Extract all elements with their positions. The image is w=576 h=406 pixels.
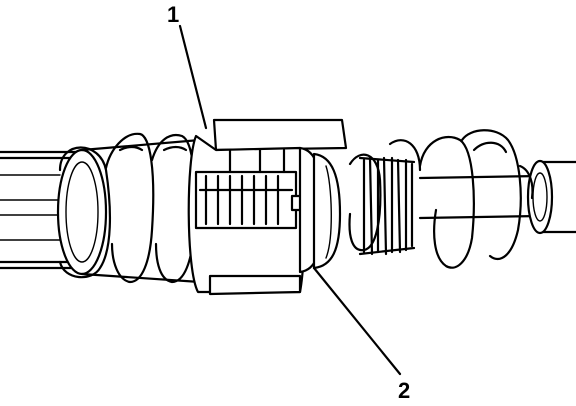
compressor-tool xyxy=(187,118,348,296)
coil-spring-right xyxy=(418,129,522,269)
strut-body xyxy=(56,138,202,284)
callout-1: 1 xyxy=(167,2,208,130)
callout-1-label: 1 xyxy=(167,2,179,27)
housing-outline xyxy=(0,174,61,241)
callout-2: 2 xyxy=(312,266,410,403)
right-shaft xyxy=(418,159,576,235)
callout-1-leader xyxy=(178,24,208,130)
callout-2-leader xyxy=(312,266,402,376)
coil-spring-compressed xyxy=(348,139,422,256)
tool-ribs xyxy=(198,174,294,226)
callout-2-label: 2 xyxy=(398,378,410,403)
